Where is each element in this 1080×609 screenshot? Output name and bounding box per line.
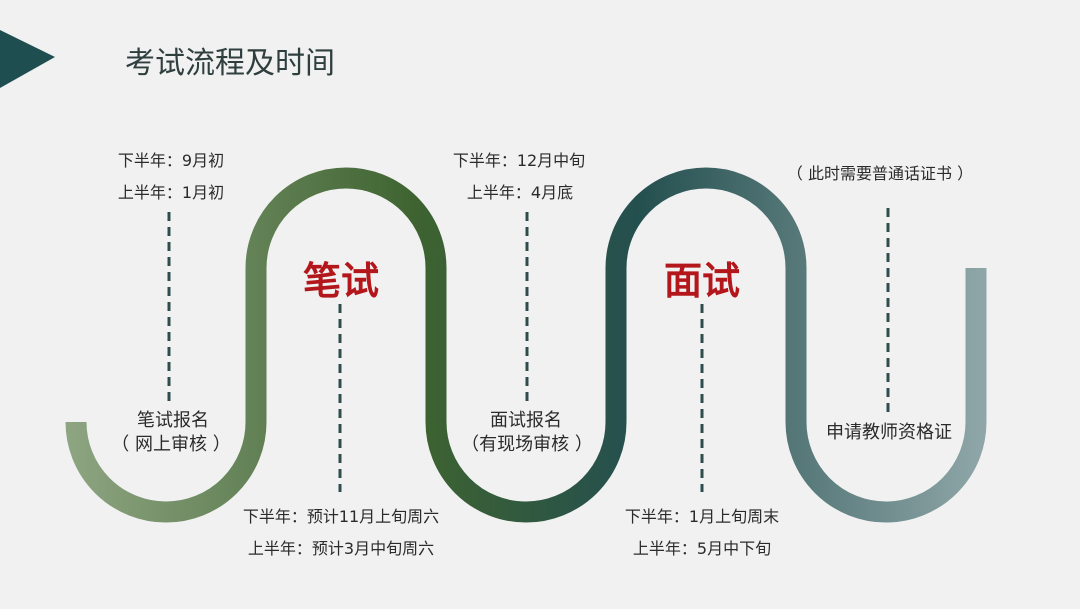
stage-label-interview: 面试 — [663, 259, 741, 303]
interview-registration-time-first-half: 上半年：4月底 — [466, 183, 574, 202]
stage-label-written: 笔试 — [302, 259, 380, 303]
written-registration-time-first-half: 上半年：1月初 — [117, 183, 225, 202]
written-exam-time-second-half: 下半年：预计11月上旬周六 — [242, 507, 440, 526]
certificate-note: （ 此时需要普通话证书 ） — [786, 164, 974, 183]
interview-registration-label: 面试报名 — [490, 410, 562, 431]
written-registration-note: （ 网上审核 ） — [111, 434, 231, 455]
written-exam-time-first-half: 上半年：预计3月中旬周六 — [247, 539, 435, 558]
interview-exam-time-second-half: 下半年：1月上旬周末 — [624, 507, 780, 526]
triangle-icon — [0, 30, 55, 88]
certificate-label: 申请教师资格证 — [826, 422, 952, 443]
written-registration-label: 笔试报名 — [137, 410, 209, 431]
interview-exam-time-first-half: 上半年：5月中下旬 — [632, 539, 772, 558]
written-registration-time-second-half: 下半年：9月初 — [117, 151, 225, 170]
process-path — [65, 167, 987, 523]
page-title: 考试流程及时间 — [125, 46, 335, 81]
interview-registration-note: （有现场审核 ） — [461, 434, 593, 455]
interview-registration-time-second-half: 下半年：12月中旬 — [452, 151, 586, 170]
